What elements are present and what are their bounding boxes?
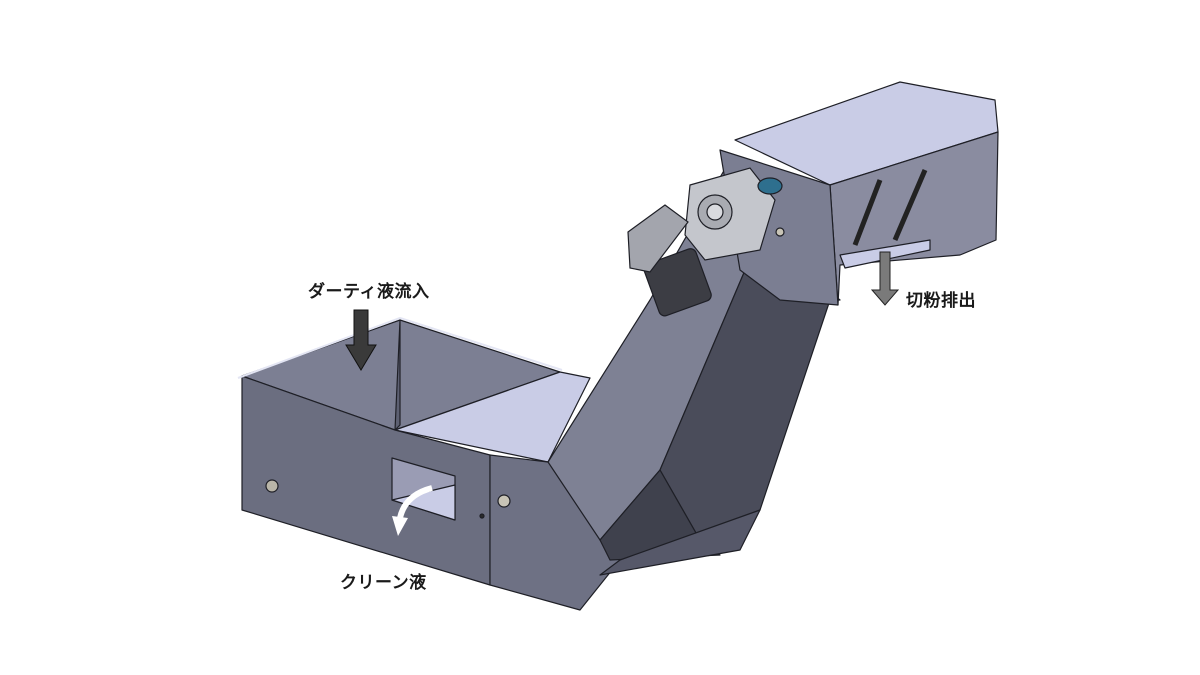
gear-motor	[627, 167, 785, 317]
chip-discharge-label: 切粉排出	[906, 291, 976, 311]
clean-outlet-arrow-icon	[392, 485, 433, 536]
chip-discharge-arrow-icon	[870, 251, 900, 306]
dirty-inlet-label: ダーティ液流入	[308, 282, 430, 302]
dirty-inlet-arrow-icon	[345, 309, 377, 371]
clean-outlet-label: クリーン液	[340, 573, 427, 593]
